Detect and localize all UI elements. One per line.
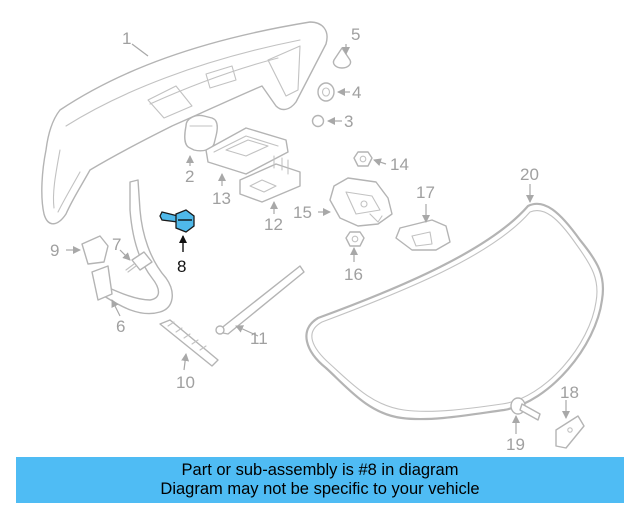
part-20-weatherstrip [305, 202, 605, 421]
callout-16: 16 [344, 265, 363, 284]
callout-14: 14 [390, 155, 409, 174]
callout-8[interactable]: 8 [177, 257, 186, 276]
callout-labels: 1 2 3 4 5 6 7 8 9 10 11 12 13 14 15 16 1… [50, 25, 579, 454]
leader-lines [66, 43, 570, 434]
info-banner: Part or sub-assembly is #8 in diagram Di… [16, 457, 624, 503]
callout-12: 12 [264, 215, 283, 234]
part-15-latch [329, 177, 393, 227]
part-7-bolt [125, 251, 153, 273]
part-12-release-handle [239, 155, 301, 203]
callout-5: 5 [351, 25, 360, 44]
callout-19: 19 [506, 435, 525, 454]
part-11-gas-strut [215, 265, 305, 335]
part-16-nut [345, 231, 365, 247]
part-8-bolt-highlighted[interactable] [159, 209, 195, 233]
callout-1: 1 [122, 29, 131, 48]
callout-10: 10 [176, 373, 195, 392]
callout-11: 11 [250, 329, 268, 348]
part-13-switch [205, 127, 289, 175]
banner-line-part-number: Part or sub-assembly is #8 in diagram [181, 461, 459, 479]
part-10-strut [159, 319, 219, 367]
callout-6: 6 [116, 317, 125, 336]
part-2-bumper [184, 114, 218, 152]
part-6-hinge [91, 179, 173, 315]
callout-2: 2 [185, 167, 194, 186]
part-14-nut [353, 151, 373, 167]
part-1-trunk-lid [41, 21, 328, 225]
callout-15: 15 [293, 203, 312, 222]
callout-17: 17 [416, 183, 435, 202]
part-19-stop [510, 397, 541, 421]
callout-18: 18 [560, 383, 579, 402]
part-9-cap [81, 235, 109, 265]
part-5-cap [332, 47, 352, 69]
callout-13: 13 [212, 189, 231, 208]
callout-4: 4 [352, 83, 361, 102]
callout-20: 20 [520, 165, 539, 184]
part-4-grommet [317, 82, 335, 102]
part-3-ring [311, 114, 325, 128]
part-18-bracket [555, 415, 585, 449]
callout-3: 3 [344, 112, 353, 131]
part-17-cover [395, 219, 451, 251]
callout-7: 7 [112, 235, 121, 254]
callout-9: 9 [50, 241, 59, 260]
banner-line-disclaimer: Diagram may not be specific to your vehi… [160, 480, 480, 498]
